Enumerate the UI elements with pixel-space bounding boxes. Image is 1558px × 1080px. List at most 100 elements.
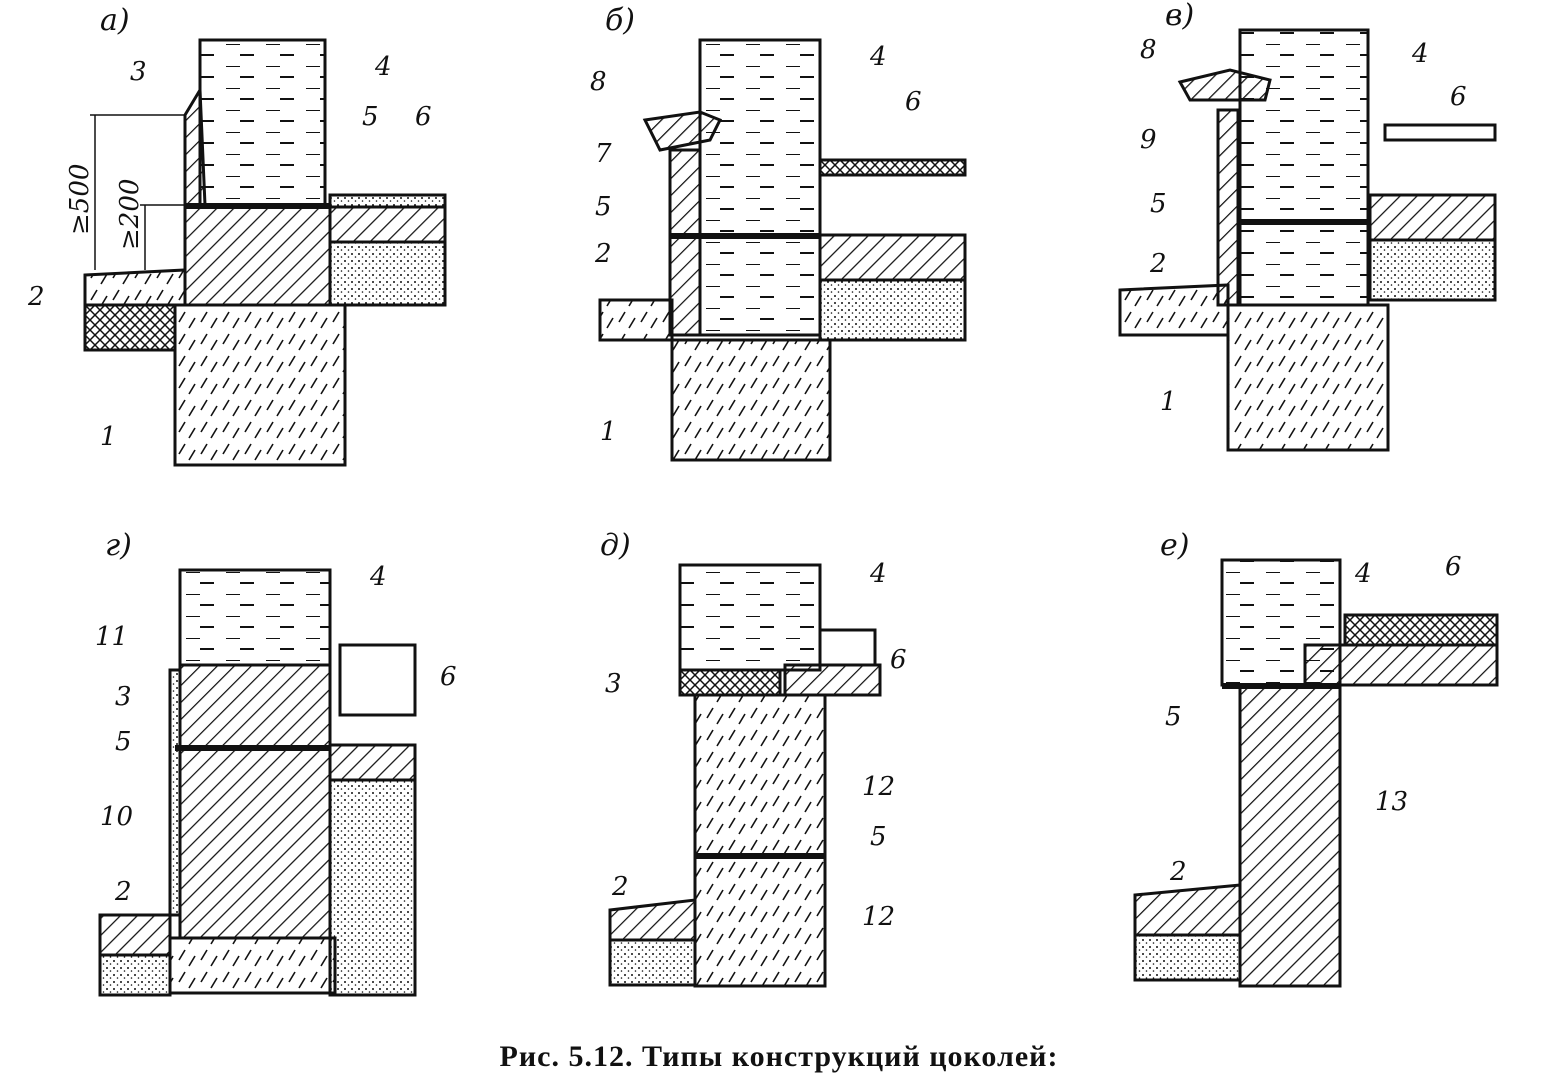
dim-500: ≥500 — [65, 164, 95, 235]
wall-13 — [1238, 684, 1342, 988]
panel-a: а) ≥500 ≥200 1 2 3 4 5 6 — [27, 3, 447, 467]
blind-area-2 — [98, 913, 172, 957]
label-6: 6 — [1450, 82, 1467, 112]
label-6: 6 — [1445, 552, 1462, 582]
label-12: 12 — [862, 902, 895, 932]
floor-6 — [328, 193, 447, 209]
sand-layer — [1133, 933, 1242, 982]
label-4: 4 — [369, 562, 387, 592]
label-11: 11 — [95, 622, 128, 652]
blind-area-2 — [83, 268, 187, 307]
label-4: 4 — [1354, 559, 1372, 589]
upper-block — [178, 663, 332, 750]
blind-area-2 — [608, 898, 697, 942]
label-5: 5 — [1150, 189, 1167, 219]
floor-6 — [818, 628, 877, 667]
label-6: 6 — [415, 102, 432, 132]
label-4: 4 — [374, 52, 392, 82]
label-1: 1 — [1160, 387, 1177, 417]
sand-layer — [98, 953, 172, 997]
floor-base — [1368, 193, 1497, 242]
label-5: 5 — [115, 727, 132, 757]
fill-layer — [328, 240, 447, 307]
label-2: 2 — [27, 282, 45, 312]
wall-4 — [678, 563, 822, 672]
block-12-upper — [693, 693, 827, 857]
foundation-1 — [173, 303, 347, 467]
fill-layer — [328, 778, 417, 997]
label-13: 13 — [1375, 787, 1408, 817]
label-4: 4 — [869, 559, 887, 589]
facing-7 — [668, 148, 702, 337]
label-2: 2 — [594, 239, 612, 269]
blind-area-2 — [1133, 883, 1242, 937]
wall-4 — [1220, 558, 1342, 687]
wall-4 — [1238, 28, 1370, 307]
sill-8 — [1177, 68, 1272, 102]
panel-d: д) 2 3 4 5 6 12 12 — [600, 528, 907, 988]
label-1: 1 — [600, 417, 617, 447]
plinth-wall — [698, 233, 822, 337]
floor-slab — [783, 663, 882, 697]
label-3: 3 — [605, 669, 622, 699]
figure-caption: Рис. 5.12. Типы конструкций цоколей: — [499, 1040, 1059, 1073]
floor-6 — [1343, 613, 1499, 647]
panel-letter: б) — [605, 3, 635, 38]
coping-3 — [183, 84, 207, 207]
fill-layer — [818, 278, 967, 342]
block-12-lower — [693, 854, 827, 988]
floor-6 — [338, 643, 417, 717]
layer-3 — [678, 668, 782, 697]
label-10: 10 — [100, 802, 133, 832]
floor-base — [328, 205, 447, 244]
panel-e: е) 2 4 5 6 13 — [1133, 528, 1499, 988]
label-8: 8 — [590, 67, 607, 97]
foundation-plinth-diagram: а) ≥500 ≥200 1 2 3 4 5 6 б) 1 — [27, 0, 1499, 997]
panel-g: г) 2 3 4 5 6 10 11 — [95, 528, 457, 997]
foundation-1 — [1226, 303, 1390, 452]
label-3: 3 — [130, 57, 147, 87]
label-7: 7 — [595, 139, 612, 169]
foundation-1 — [670, 338, 832, 462]
panel-letter: д) — [600, 528, 631, 563]
label-2: 2 — [611, 872, 629, 902]
label-5: 5 — [870, 822, 887, 852]
floor-slab — [1303, 643, 1499, 687]
label-6: 6 — [890, 645, 907, 675]
wall-4 — [198, 38, 327, 207]
panel-c: в) 1 2 4 5 6 8 9 — [1118, 0, 1497, 452]
foundation — [168, 936, 337, 995]
blind-area-2 — [598, 298, 674, 342]
soil — [83, 303, 177, 352]
panel-letter: в) — [1165, 0, 1194, 33]
panel-letter: е) — [1160, 528, 1189, 563]
floor-6 — [818, 158, 967, 177]
facing-9 — [1216, 108, 1240, 307]
label-3: 3 — [115, 682, 132, 712]
label-5: 5 — [595, 192, 612, 222]
fill-layer — [1368, 238, 1497, 302]
label-2: 2 — [114, 877, 132, 907]
panel-b: б) 1 2 4 5 6 7 8 — [590, 3, 967, 462]
dim-200: ≥200 — [115, 179, 145, 250]
label-6: 6 — [905, 87, 922, 117]
plinth — [183, 203, 332, 307]
label-6: 6 — [440, 662, 457, 692]
label-5: 5 — [362, 102, 379, 132]
label-5: 5 — [1165, 702, 1182, 732]
wall-4 — [698, 38, 822, 237]
sill-8 — [642, 110, 723, 152]
label-9: 9 — [1140, 125, 1157, 155]
render-10 — [168, 668, 182, 917]
floor-base — [328, 743, 417, 782]
plinth-block — [178, 746, 332, 940]
label-4: 4 — [1411, 39, 1429, 69]
panel-letter: г) — [105, 528, 132, 563]
label-8: 8 — [1140, 35, 1157, 65]
label-12: 12 — [862, 772, 895, 802]
label-2: 2 — [1169, 857, 1187, 887]
sand-layer — [608, 938, 697, 987]
floor-base — [818, 233, 967, 282]
wall-4 — [178, 568, 332, 667]
blind-area-2 — [1118, 283, 1230, 337]
